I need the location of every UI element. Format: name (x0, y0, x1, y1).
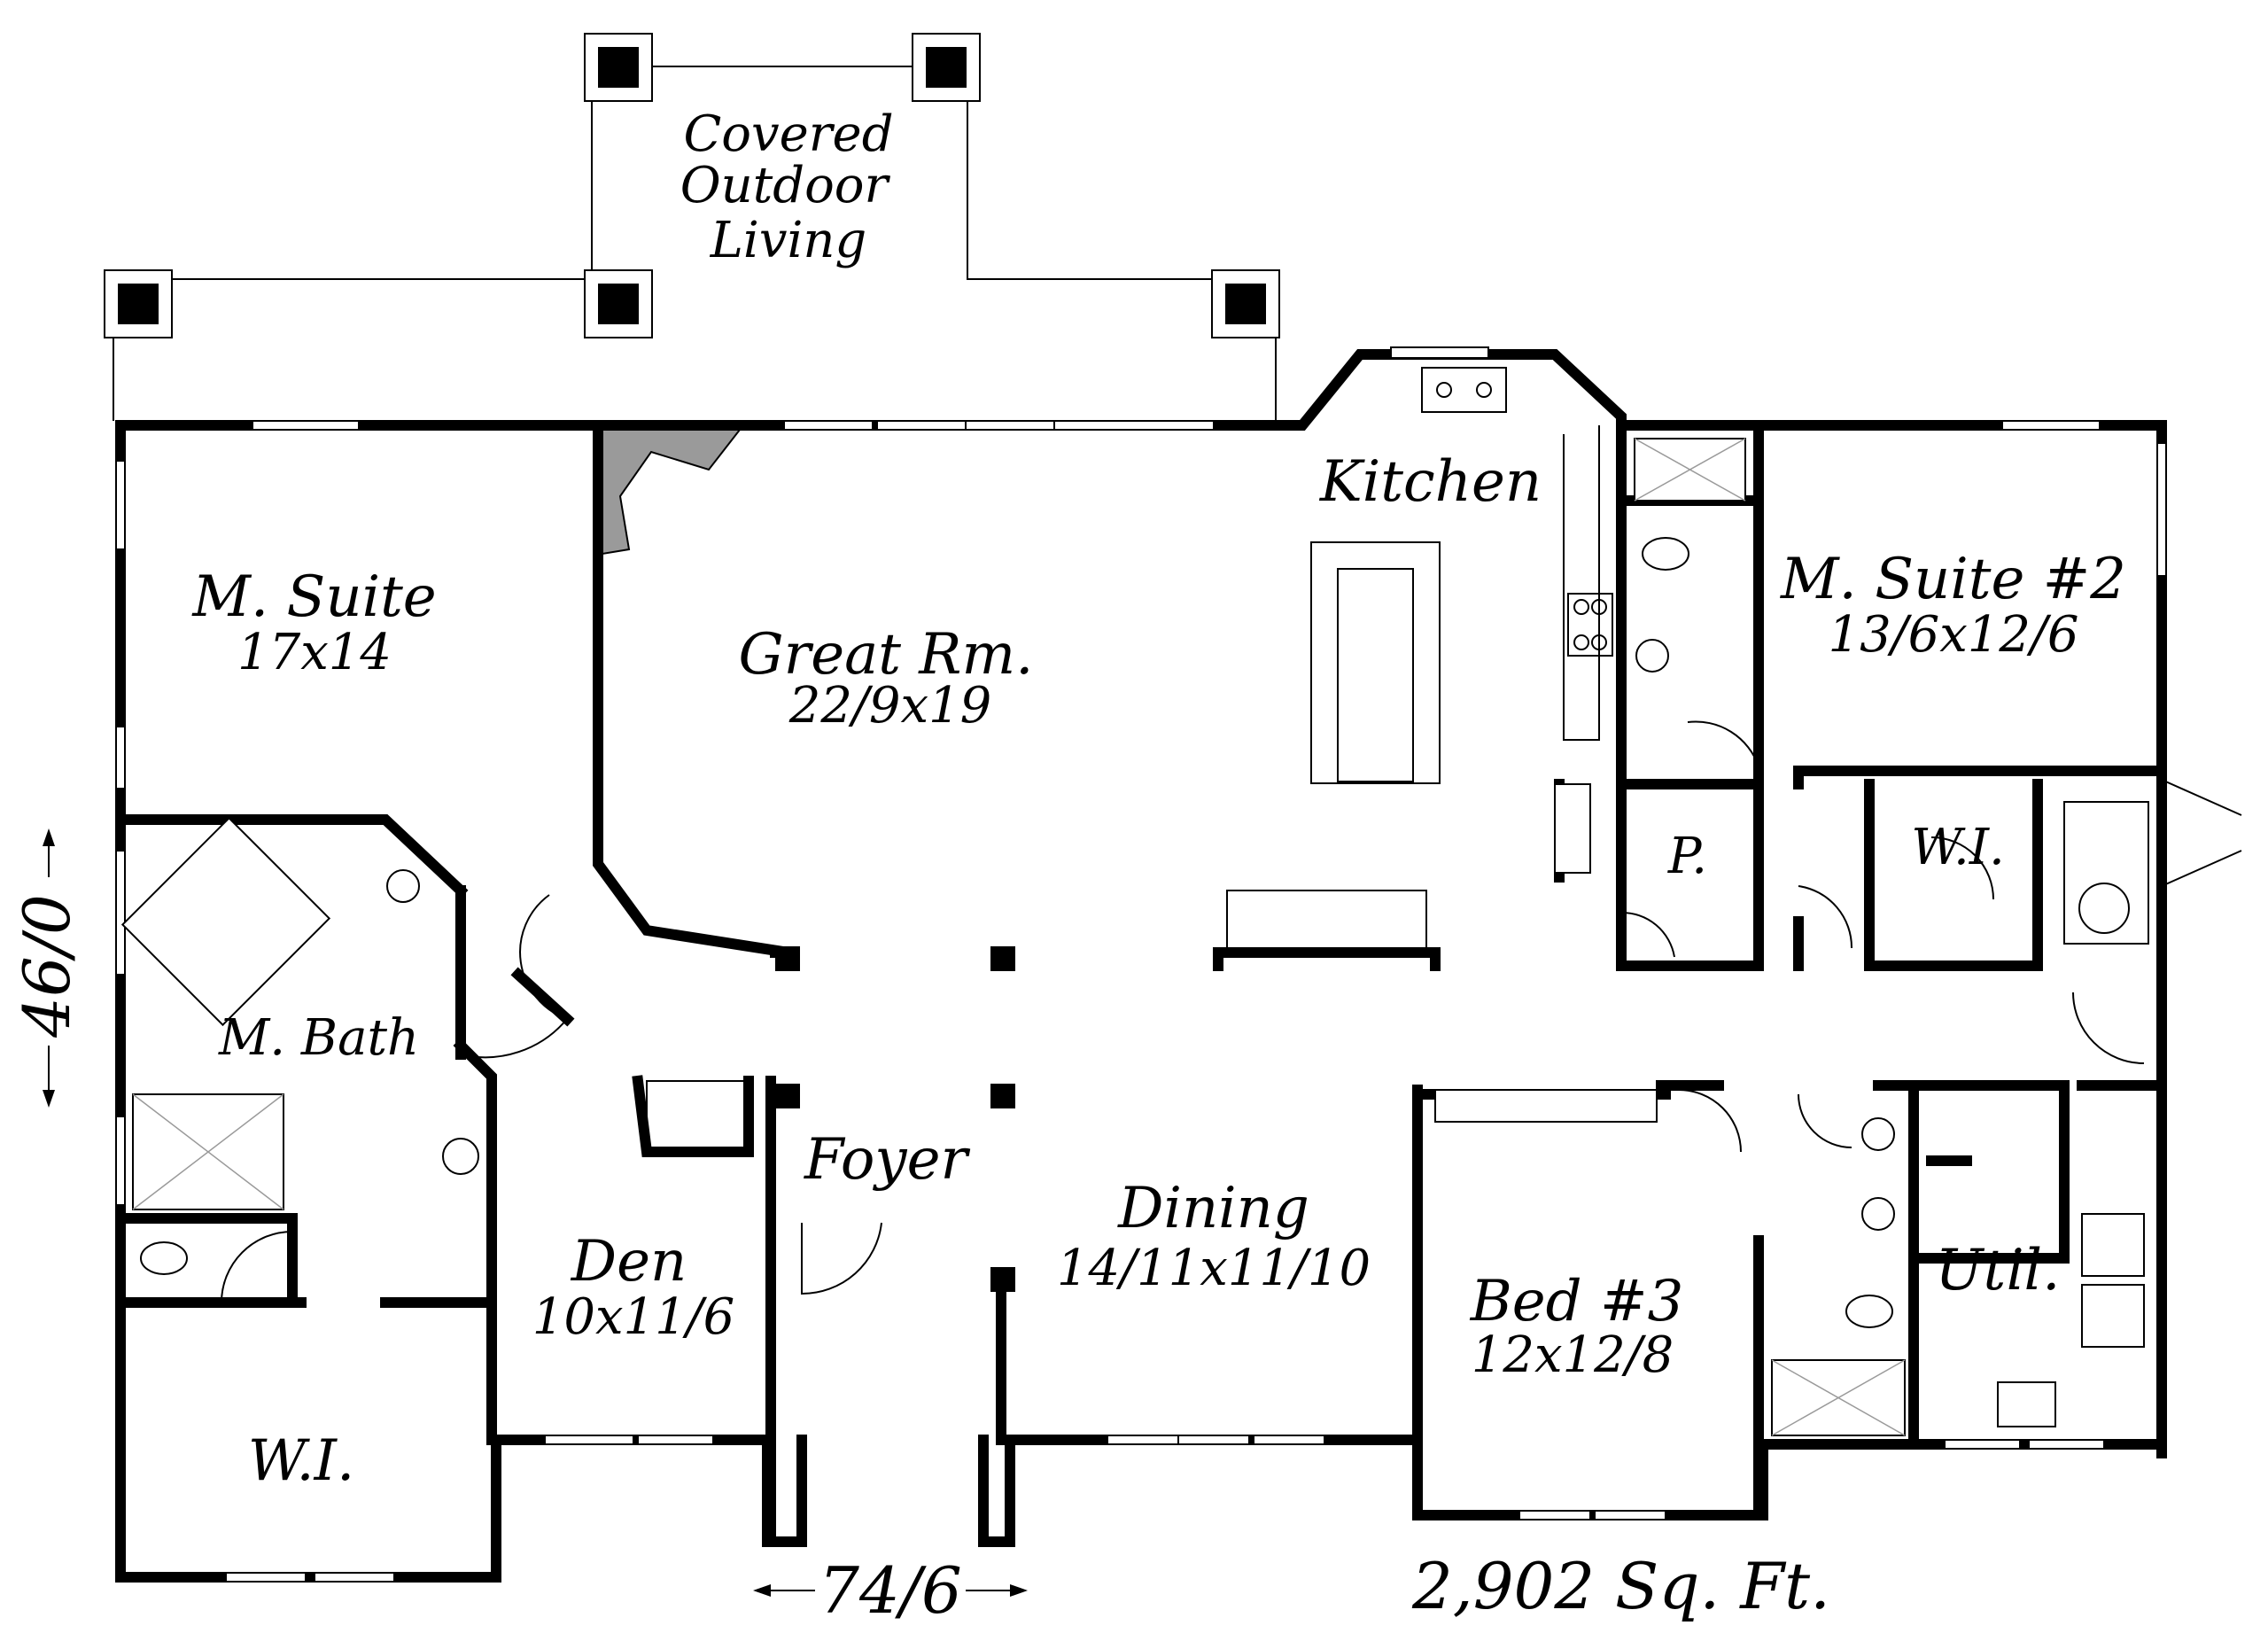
label-covered-outdoor-2: Outdoor (680, 157, 891, 214)
label-dining-size: 14/11x11/10 (1057, 1240, 1371, 1297)
covered-outdoor-structure (104, 33, 1280, 421)
label-great-room-size: 22/9x19 (788, 677, 992, 735)
label-m-suite-2-size: 13/6x12/6 (1828, 606, 2078, 664)
label-m-suite-size: 17x14 (237, 624, 392, 681)
porch-post (598, 284, 639, 324)
dimension-width: 74/6 (819, 1553, 962, 1628)
toilet (140, 1241, 188, 1275)
island-counter (1337, 568, 1414, 782)
label-covered-outdoor-3: Living (710, 212, 867, 269)
label-den: Den (571, 1229, 687, 1295)
column (775, 1084, 800, 1108)
label-wi-suite2: W.I. (1911, 819, 2005, 876)
laundry-unit (2063, 801, 2149, 945)
fixtures (120, 367, 2149, 1436)
windows (115, 346, 2167, 1583)
label-bed-3-size: 12x12/8 (1472, 1326, 1674, 1384)
util-sink (1997, 1381, 2056, 1427)
porch-post (1225, 284, 1266, 324)
toilet (1845, 1295, 1893, 1328)
label-covered-outdoor-1: Covered (683, 105, 893, 163)
washer (2081, 1213, 2145, 1277)
dryer (2081, 1284, 2145, 1348)
fridge (1554, 783, 1591, 874)
toilet (1642, 537, 1689, 571)
dimension-depth: 46/0 (10, 894, 84, 1038)
bathtub (120, 816, 331, 1027)
label-dining: Dining (1117, 1176, 1309, 1241)
sink (1861, 1117, 1895, 1151)
sink (442, 1138, 479, 1175)
porch-post (118, 284, 159, 324)
fireplace (602, 429, 742, 556)
porch-post (926, 47, 967, 88)
total-area: 2,902 Sq. Ft. (1411, 1549, 1830, 1623)
buffet (1226, 890, 1427, 949)
doors (221, 720, 2242, 1303)
label-wi-master: W.I. (248, 1428, 355, 1494)
room-labels: Covered Outdoor Living Kitchen M. Suite … (191, 105, 2126, 1494)
label-m-suite-2: M. Suite #2 (1780, 547, 2126, 612)
label-m-bath: M. Bath (218, 1009, 419, 1067)
sink (386, 869, 420, 903)
closet (646, 1080, 750, 1153)
label-great-room: Great Rm. (738, 622, 1033, 688)
porch-post (598, 47, 639, 88)
label-m-suite: M. Suite (191, 564, 436, 630)
interior-walls (115, 420, 2167, 1520)
column (990, 946, 1015, 971)
column (775, 946, 800, 971)
column (990, 1084, 1015, 1108)
sink (1861, 1197, 1895, 1231)
label-kitchen: Kitchen (1319, 449, 1542, 515)
label-pantry: P. (1667, 828, 1707, 885)
dimensions: 46/0 74/6 2,902 Sq. Ft. (10, 828, 1830, 1628)
sink (1635, 639, 1669, 673)
kitchen-sink (1421, 367, 1507, 413)
label-bed-3: Bed #3 (1470, 1269, 1684, 1334)
label-den-size: 10x11/6 (532, 1288, 735, 1346)
label-util: Util. (1936, 1238, 2061, 1303)
label-foyer: Foyer (804, 1127, 970, 1193)
